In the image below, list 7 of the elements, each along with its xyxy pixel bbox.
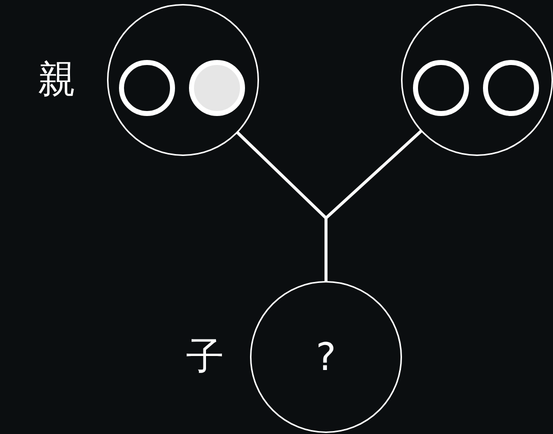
parent-circle <box>107 4 259 156</box>
child-circle <box>250 281 402 433</box>
question-mark-text: ? <box>316 335 336 379</box>
generation-label: 子 <box>186 337 224 375</box>
generation-label: 親 <box>38 60 76 98</box>
parent-circle <box>401 4 553 156</box>
connector-line <box>324 130 422 282</box>
